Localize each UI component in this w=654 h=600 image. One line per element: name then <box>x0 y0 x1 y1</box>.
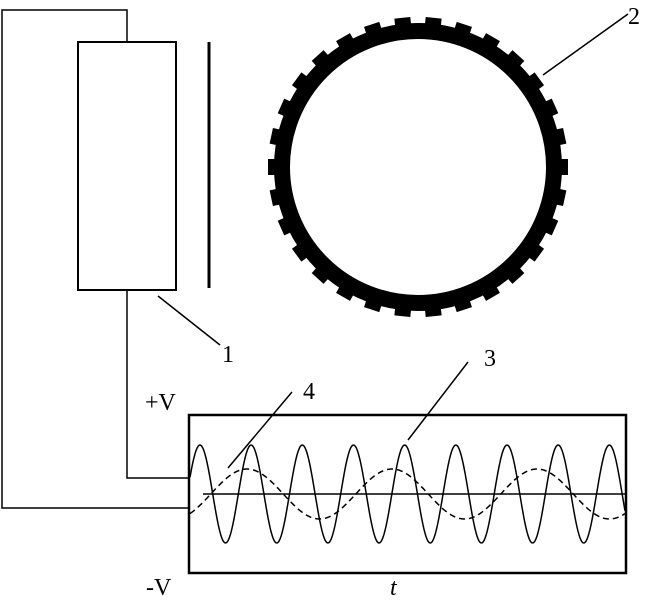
ring-teeth <box>268 16 568 318</box>
ring-tooth <box>452 293 472 313</box>
label-sensor-signal: 3 <box>484 346 496 372</box>
ring-tooth <box>277 215 298 236</box>
leader-line-2 <box>542 13 629 76</box>
ring-tooth <box>311 50 333 72</box>
label-time-axis: t <box>390 575 398 600</box>
ring-tooth <box>479 280 500 301</box>
reference-dashed-wave <box>189 468 626 520</box>
ring-tooth <box>269 187 287 207</box>
label-reluctor-ring: 2 <box>628 4 640 30</box>
ring-tooth <box>311 262 333 284</box>
ring-tooth <box>394 301 412 318</box>
wire-minus <box>1 9 190 509</box>
sensor-signal-wave <box>189 444 626 544</box>
ring-band <box>274 23 562 311</box>
ring-tooth <box>549 187 567 207</box>
ring-tooth <box>479 33 500 54</box>
ring-tooth <box>554 159 568 175</box>
ring-tooth <box>269 127 287 147</box>
ring-tooth <box>503 262 525 284</box>
ring-tooth <box>452 21 472 41</box>
label-sensor: 1 <box>222 342 234 368</box>
ring-tooth <box>394 16 412 33</box>
ring-tooth <box>364 21 384 41</box>
wire-plus <box>126 290 190 479</box>
reluctor-ring <box>268 16 568 318</box>
ring-tooth <box>291 72 313 94</box>
leader-line-4 <box>227 391 293 469</box>
ring-tooth <box>538 215 559 236</box>
ring-tooth <box>523 72 545 94</box>
ring-tooth <box>424 16 442 33</box>
ring-tooth <box>538 98 559 119</box>
leader-line-3 <box>407 361 469 441</box>
ring-tooth <box>336 33 357 54</box>
ring-tooth <box>277 98 298 119</box>
label-minus-v: -V <box>146 575 172 600</box>
ring-tooth <box>549 127 567 147</box>
ring-tooth <box>523 240 545 262</box>
sensor-body <box>77 41 177 291</box>
label-reference-wave: 4 <box>303 379 315 405</box>
ring-tooth <box>364 293 384 313</box>
ring-tooth <box>291 240 313 262</box>
leader-line-1 <box>157 295 221 346</box>
ring-tooth <box>268 159 282 175</box>
ring-tooth <box>503 50 525 72</box>
ring-tooth <box>424 301 442 318</box>
label-plus-v: +V <box>145 390 177 416</box>
ring-tooth <box>336 280 357 301</box>
